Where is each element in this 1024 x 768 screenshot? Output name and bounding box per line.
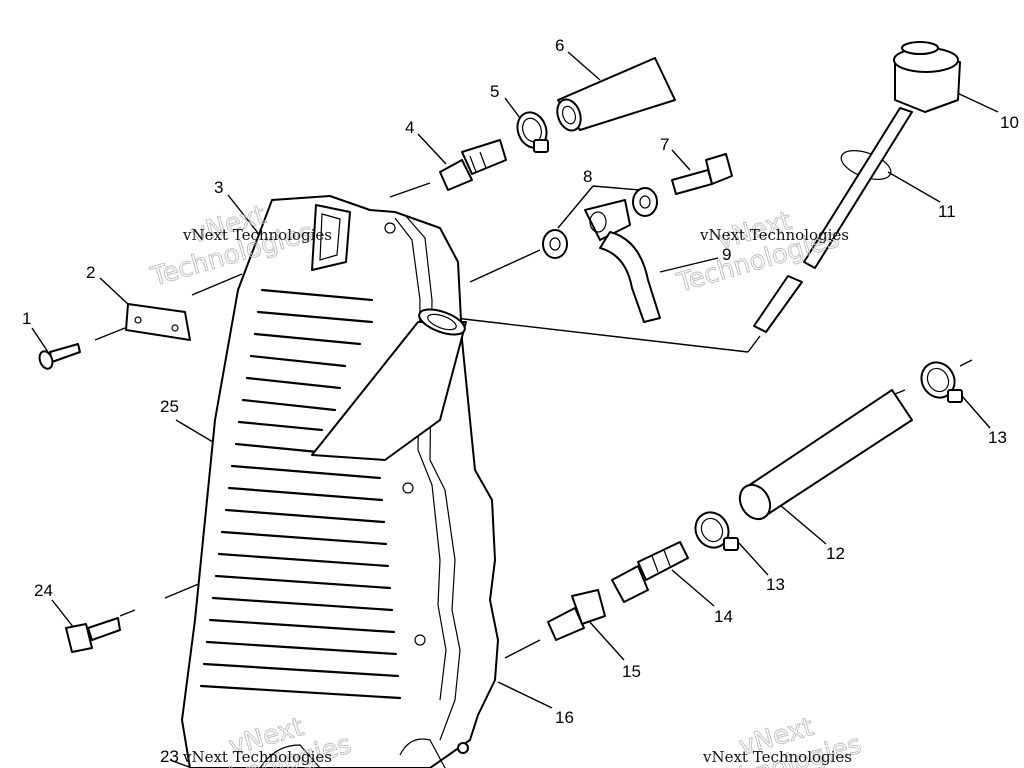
callout-6: 6 bbox=[555, 36, 564, 55]
watermark-text: vNext Technologies bbox=[182, 748, 332, 766]
banjo-fitting-9 bbox=[584, 199, 661, 323]
tank-ribs bbox=[199, 288, 402, 700]
sender-15 bbox=[547, 589, 606, 641]
callout-10: 10 bbox=[1000, 113, 1019, 132]
fitting-4 bbox=[439, 139, 507, 191]
callout-7: 7 bbox=[660, 135, 669, 154]
callout-12: 12 bbox=[826, 544, 845, 563]
callout-1: 1 bbox=[22, 309, 31, 328]
watermark-text: vNext Technologies bbox=[702, 748, 852, 766]
callout-16: 16 bbox=[555, 708, 574, 727]
callout-2: 2 bbox=[86, 263, 95, 282]
dipstick-rod bbox=[803, 107, 913, 269]
washer-8b bbox=[632, 187, 658, 217]
clamp-5 bbox=[516, 111, 549, 153]
callout-13a: 13 bbox=[988, 428, 1007, 447]
oil-tank bbox=[181, 195, 499, 768]
bolt-24 bbox=[65, 617, 121, 653]
watermark-text: vNext Technologies bbox=[699, 226, 849, 244]
hose-6 bbox=[556, 57, 676, 132]
screw-1 bbox=[38, 343, 81, 370]
callout-labels: 1 2 3 4 5 6 7 8 9 10 11 12 13 13 14 15 1… bbox=[22, 36, 1019, 766]
callout-4: 4 bbox=[405, 118, 414, 137]
dipstick-cap-10 bbox=[893, 41, 961, 113]
watermark-text: vNext Technologies bbox=[182, 226, 332, 244]
hardware-parts bbox=[38, 41, 963, 653]
callout-11: 11 bbox=[938, 202, 956, 221]
bolt-7 bbox=[671, 153, 733, 195]
callout-23: 23 bbox=[160, 747, 179, 766]
callout-25: 25 bbox=[160, 397, 179, 416]
leader-lines bbox=[31, 51, 999, 768]
callout-3: 3 bbox=[214, 178, 223, 197]
callout-15: 15 bbox=[622, 662, 641, 681]
clamp-13a bbox=[920, 361, 963, 403]
callout-9: 9 bbox=[722, 245, 731, 264]
callout-8: 8 bbox=[583, 167, 592, 186]
clamp-13b bbox=[694, 511, 739, 551]
tank-body bbox=[181, 195, 499, 768]
hose-12 bbox=[738, 389, 913, 521]
callout-5: 5 bbox=[490, 82, 499, 101]
callout-24: 24 bbox=[34, 581, 53, 600]
callout-14: 14 bbox=[714, 607, 733, 626]
fitting-14 bbox=[611, 541, 689, 603]
callout-13b: 13 bbox=[766, 575, 785, 594]
washer-8a bbox=[542, 229, 568, 259]
